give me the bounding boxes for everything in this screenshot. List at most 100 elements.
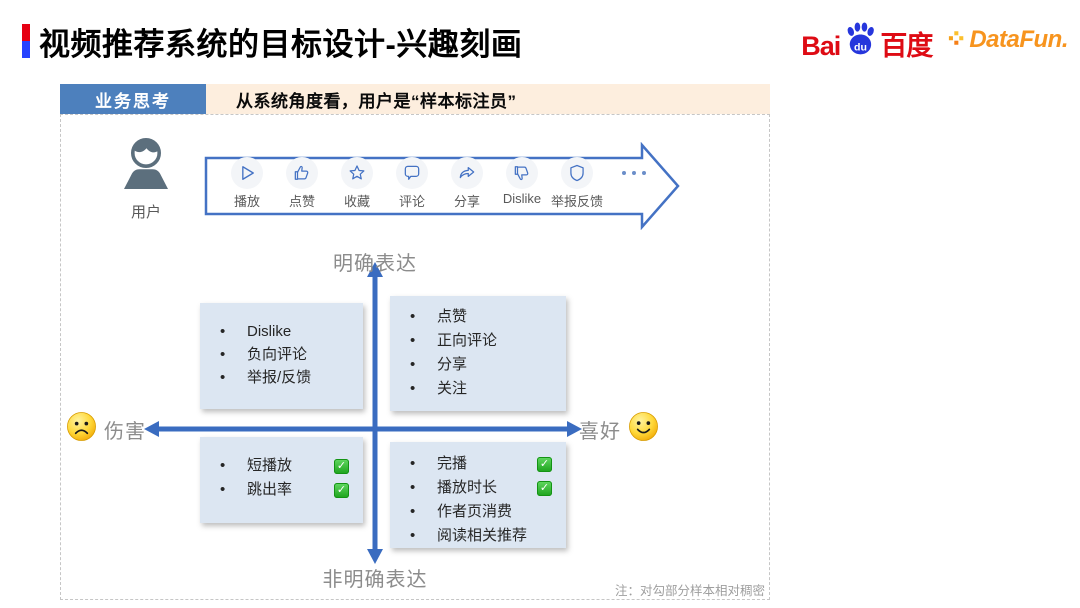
happy-face-icon (628, 411, 659, 448)
thumbs-down-icon (506, 157, 538, 189)
action-label: 播放 (233, 194, 260, 209)
sad-face-icon (66, 411, 97, 448)
item-text: 负向评论 (247, 346, 308, 363)
item-text: 短播放 (247, 457, 293, 474)
comment-icon (396, 157, 428, 189)
list-item: • 负向评论 (200, 343, 363, 366)
star-icon (341, 157, 373, 189)
bullet: • (410, 479, 416, 496)
share-icon (451, 157, 483, 189)
quadrant-box-explicit-like: • 点赞 • 正向评论 • 分享 • 关注 (390, 296, 566, 411)
baidu-logo: Bai du 百度 (801, 20, 933, 62)
user-icon (113, 138, 179, 200)
action-label: 评论 (398, 194, 425, 209)
axis-label-harm: 伤害 (66, 411, 146, 448)
list-item: • 完播 ✓ (390, 452, 566, 476)
list-item: • 关注 (390, 377, 566, 401)
header-statement: 从系统角度看，用户是“样本标注员” (236, 91, 517, 111)
item-text: 分享 (437, 356, 468, 373)
bullet: • (410, 332, 416, 349)
actions-arrow-shape (204, 142, 680, 230)
axis-label-implicit: 非明确表达 (322, 569, 428, 591)
check-icon: ✓ (537, 456, 552, 472)
bullet: • (220, 457, 226, 474)
baidu-logo-text: Bai (801, 31, 841, 61)
page-title: 视频推荐系统的目标设计-兴趣刻画 (22, 19, 522, 64)
list-item: • 阅读相关推荐 (390, 524, 566, 548)
action-label: 收藏 (343, 194, 370, 209)
section-header: 业务思考 从系统角度看，用户是“样本标注员” (60, 84, 770, 114)
list-item: • 跳出率 ✓ (200, 478, 363, 502)
list-item: • 举报/反馈 (200, 366, 363, 389)
action-item-like: 点赞 (281, 157, 323, 210)
action-label: 举报反馈 (551, 194, 604, 209)
list-item: • Dislike (200, 320, 363, 343)
bullet: • (410, 308, 416, 325)
ellipsis-icon (618, 157, 646, 189)
action-item-play: 播放 (226, 157, 268, 210)
action-label: 分享 (453, 194, 480, 209)
item-text: 点赞 (437, 308, 468, 325)
list-item: • 短播放 ✓ (200, 454, 363, 478)
item-text: 跳出率 (247, 481, 293, 498)
check-icon: ✓ (334, 458, 349, 474)
title-text: 视频推荐系统的目标设计-兴趣刻画 (39, 27, 523, 62)
quadrant-box-implicit-like: • 完播 ✓ • 播放时长 ✓ • 作者页消费 • 阅读相关推荐 (390, 442, 566, 548)
check-icon: ✓ (334, 482, 349, 498)
footnote: 注：对勾部分样本相对稠密 (614, 584, 765, 598)
item-text: 举报/反馈 (247, 369, 312, 386)
action-item-dislike: Dislike (501, 157, 543, 206)
datafun-logo-text: DataFun. (969, 26, 1068, 53)
title-accent-bar (22, 24, 30, 58)
action-item-share: 分享 (446, 157, 488, 210)
action-label: 点赞 (288, 194, 315, 209)
shield-icon (561, 157, 593, 189)
item-text: 作者页消费 (437, 503, 513, 520)
bullet: • (220, 481, 226, 498)
actions-row: 播放 点赞 收藏 评论 (226, 157, 646, 210)
list-item: • 点赞 (390, 305, 566, 329)
list-item: • 分享 (390, 353, 566, 377)
baidu-logo-cn: 百度 (880, 31, 933, 61)
bullet: • (410, 455, 416, 472)
quadrant-axes (144, 262, 582, 564)
bullet: • (410, 356, 416, 373)
user-label: 用户 (130, 204, 161, 221)
quadrant-box-explicit-harm: • Dislike • 负向评论 • 举报/反馈 (200, 303, 363, 409)
axis-label-like: 喜好 (579, 411, 659, 448)
header-tag: 业务思考 (60, 84, 206, 114)
action-label: Dislike (502, 191, 542, 206)
datafun-icon (948, 29, 966, 52)
thumbs-up-icon (286, 157, 318, 189)
harm-label-text: 伤害 (104, 421, 146, 443)
baidu-du-text: du (854, 41, 867, 53)
item-text: 完播 (437, 455, 468, 472)
check-icon: ✓ (537, 480, 552, 496)
baidu-paw-icon: du (842, 20, 879, 62)
list-item: • 作者页消费 (390, 500, 566, 524)
bullet: • (220, 346, 226, 363)
action-item-comment: 评论 (391, 157, 433, 210)
action-item-report: 举报反馈 (551, 157, 603, 210)
user-figure: 用户 (102, 132, 190, 222)
datafun-logo: DataFun. (948, 26, 1068, 54)
axis-label-explicit: 明确表达 (333, 253, 417, 275)
item-text: 播放时长 (437, 479, 498, 496)
quadrant-box-implicit-harm: • 短播放 ✓ • 跳出率 ✓ (200, 437, 363, 523)
item-text: 关注 (437, 380, 468, 397)
bullet: • (410, 527, 416, 544)
action-item-favorite: 收藏 (336, 157, 378, 210)
bullet: • (220, 369, 226, 386)
bullet: • (220, 323, 226, 340)
bullet: • (410, 503, 416, 520)
logo-area: Bai du 百度 (801, 20, 1068, 60)
item-text: 正向评论 (437, 332, 498, 349)
play-icon (231, 157, 263, 189)
item-text: Dislike (247, 323, 292, 340)
list-item: • 播放时长 ✓ (390, 476, 566, 500)
item-text: 阅读相关推荐 (437, 527, 528, 544)
bullet: • (410, 380, 416, 397)
action-item-more (611, 157, 653, 189)
like-label-text: 喜好 (579, 421, 621, 443)
